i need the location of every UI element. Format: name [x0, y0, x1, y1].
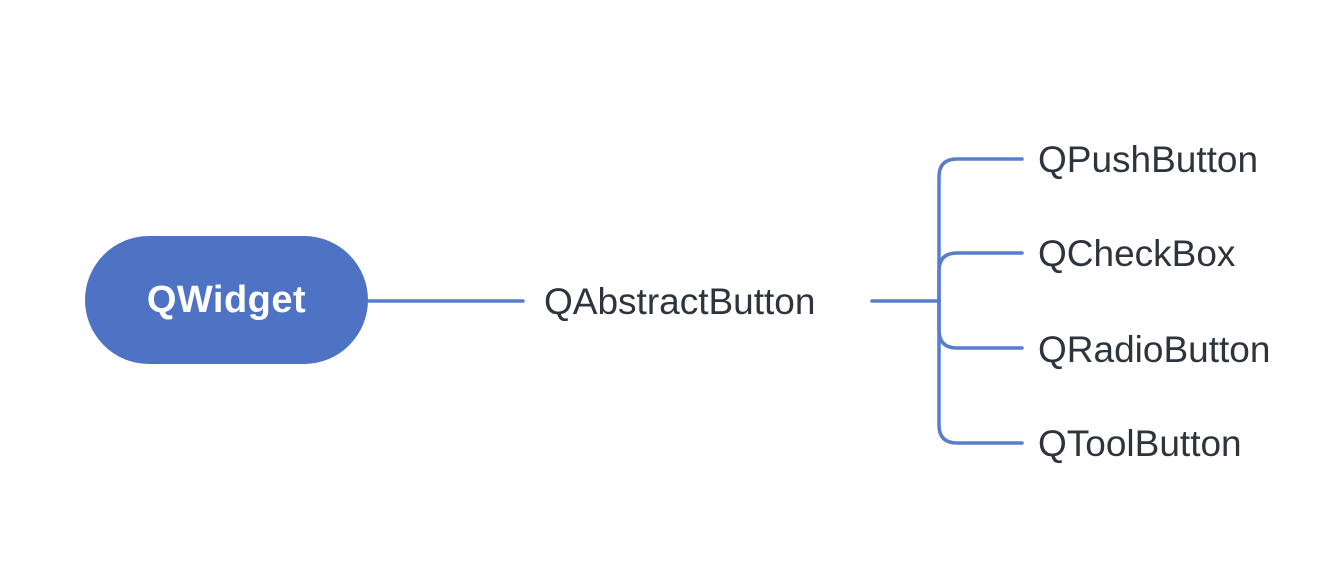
node-qwidget-label: QWidget: [146, 278, 307, 321]
node-qcheckbox[interactable]: QCheckBox: [1038, 233, 1236, 274]
node-qabstractbutton[interactable]: QAbstractButton: [544, 281, 816, 322]
connector-branch-qcheckbox: [937, 251, 1024, 303]
node-qtoolbutton[interactable]: QToolButton: [1038, 423, 1242, 464]
connector-branch-qtoolbutton: [937, 299, 1024, 445]
node-qradiobutton[interactable]: QRadioButton: [1038, 329, 1271, 370]
node-qpushbutton[interactable]: QPushButton: [1038, 139, 1259, 180]
connector-branch-qpushbutton: [937, 157, 1024, 303]
node-qwidget[interactable]: QWidget: [85, 236, 368, 364]
connector-branch-qradiobutton: [937, 299, 1024, 350]
